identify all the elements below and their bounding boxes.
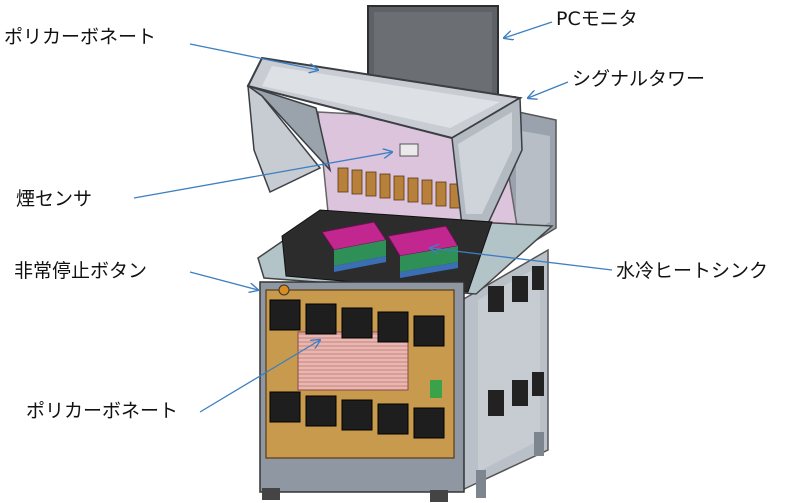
- cabinet-right-side: [461, 248, 549, 492]
- arrow-emergency-stop: [189, 271, 258, 290]
- arrow-water-heatsink: [430, 248, 613, 271]
- label-pc-monitor: PCモニタ: [556, 8, 638, 30]
- polycarbonate-canopy: [246, 56, 523, 229]
- arrow-pc-monitor: [504, 21, 553, 38]
- arrow-polycarbonate-top: [189, 43, 318, 70]
- leader-arrows: [133, 21, 613, 413]
- water-heatsink-blocks: [321, 221, 459, 278]
- label-smoke-sensor: 煙センサ: [16, 188, 93, 210]
- front-panel: [259, 281, 465, 493]
- label-polycarbonate-top: ポリカーボネート: [4, 26, 157, 48]
- label-signal-tower: シグナルタワー: [572, 68, 706, 90]
- emergency-stop-button: [278, 284, 290, 296]
- label-emergency-stop: 非常停止ボタン: [14, 260, 148, 282]
- arrow-smoke-sensor: [133, 152, 392, 199]
- arrow-polycarbonate-front: [199, 340, 320, 413]
- casters: [262, 432, 544, 502]
- arrow-signal-tower: [528, 81, 569, 98]
- label-water-heatsink: 水冷ヒートシンク: [616, 260, 769, 282]
- label-polycarbonate-front: ポリカーボネート: [26, 400, 179, 422]
